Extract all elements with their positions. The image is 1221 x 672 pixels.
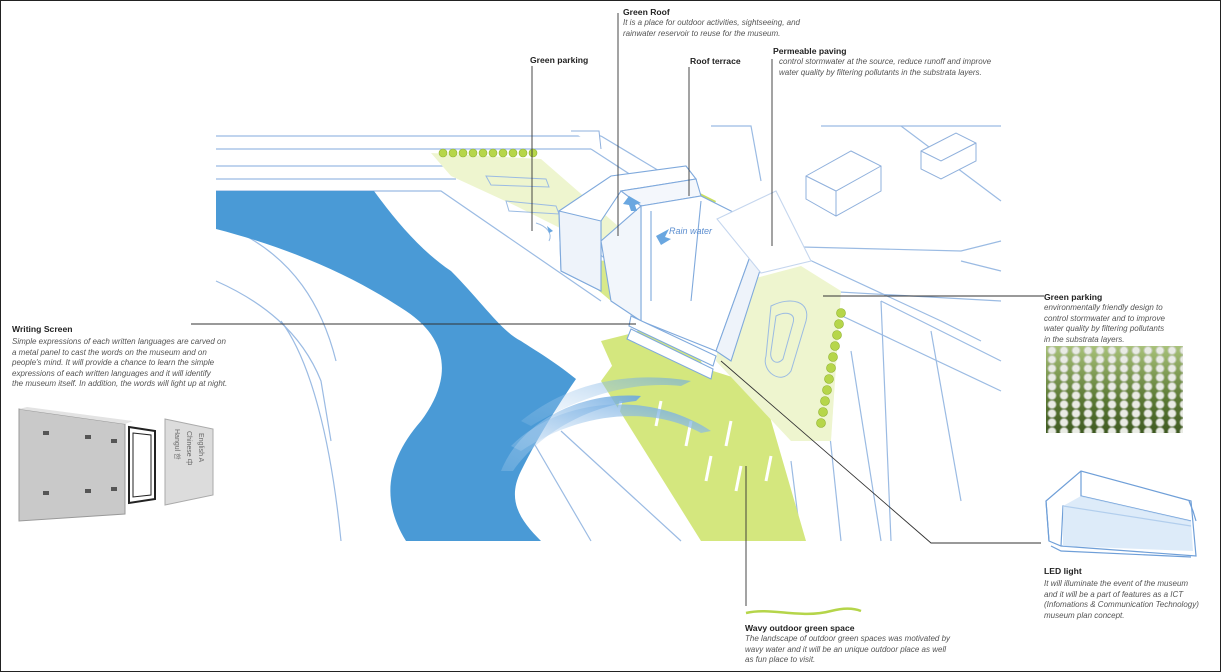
- permeable-paving-line-1: control stormwater at the source, reduce…: [779, 57, 992, 66]
- permeable-paving-label: Permeable paving control stormwater at t…: [773, 46, 991, 78]
- grass-paver-photo: [1046, 346, 1183, 433]
- permeable-paving-line-2: water quality by filtering pollutants in…: [779, 67, 982, 77]
- wavy-space-title: Wavy outdoor green space: [745, 623, 855, 633]
- green-parking-right-line-3: water quality by filtering pollutants: [1044, 324, 1165, 333]
- rain-arrows: [547, 196, 671, 245]
- green-roof-line-2: rainwater reservoir to reuse for the mus…: [623, 28, 781, 38]
- wavy-space-desc: The landscape of outdoor green spaces wa…: [745, 634, 950, 666]
- sign-line-2: Chinese 中: [185, 431, 194, 466]
- permeable-paving-title: Permeable paving: [773, 46, 847, 56]
- rain-water-label: Rain water: [669, 226, 713, 236]
- tree-row-right: [816, 308, 846, 428]
- led-light-line-3: (Infomations & Communication Technology): [1044, 600, 1199, 609]
- writing-screen-label: Writing Screen Simple expressions of eac…: [12, 324, 227, 390]
- led-glow: [1063, 496, 1193, 551]
- permeable-paving-desc: control stormwater at the source, reduce…: [779, 57, 991, 78]
- green-parking-top-title: Green parking: [530, 55, 589, 65]
- green-parking-right-line-1: environmentally friendly design to: [1044, 303, 1163, 312]
- led-light-line-2: and it will be a part of features as a I…: [1044, 589, 1184, 599]
- led-light-desc: It will illuminate the event of the muse…: [1044, 579, 1199, 621]
- wavy-space-line-2: wavy water and it will be an unique outd…: [745, 644, 947, 654]
- wavy-space-line-3: as fun place to visit.: [745, 655, 816, 664]
- sign-line-1: Hangul 한: [173, 429, 181, 460]
- writing-screen-line-1: Simple expressions of each written langu…: [12, 337, 226, 346]
- led-light-line-1: It will illuminate the event of the muse…: [1044, 579, 1189, 588]
- green-parking-right-desc: environmentally friendly design to contr…: [1044, 303, 1165, 345]
- wavy-space-label: Wavy outdoor green space The landscape o…: [745, 623, 950, 666]
- green-roof-title: Green Roof: [623, 7, 670, 17]
- writing-screen-desc: Simple expressions of each written langu…: [12, 337, 227, 390]
- green-parking-right-line-4: in the substrata layers.: [1044, 334, 1125, 344]
- writing-screen-title: Writing Screen: [12, 324, 73, 334]
- writing-screen-line-3: people's mind. It will provide a chance …: [12, 358, 215, 367]
- green-roof-desc: It is a place for outdoor activities, si…: [623, 18, 800, 39]
- roof-terrace-label: Roof terrace: [690, 56, 741, 67]
- green-roof-line-1: It is a place for outdoor activities, si…: [623, 18, 800, 27]
- tree-row-top: [438, 148, 538, 158]
- green-parking-right-line-2: control stormwater and to improve: [1044, 313, 1165, 323]
- writing-screen-line-2: a metal panel to cast the words on the m…: [12, 347, 207, 357]
- writing-screen-line-5: the museum itself. In addition, the word…: [12, 379, 228, 388]
- green-parking-right-label: Green parking environmentally friendly d…: [1044, 292, 1165, 345]
- museum-building: [558, 165, 812, 380]
- green-parking-top-label: Green parking: [530, 55, 588, 66]
- leader-lines: [191, 13, 1044, 606]
- led-light-title: LED light: [1044, 566, 1082, 576]
- green-parking-right-title: Green parking: [1044, 292, 1103, 302]
- parking-lines: [485, 175, 808, 378]
- led-light-line-4: museum plan concept.: [1044, 610, 1125, 620]
- writing-screen-panel: Hangul 한 Chinese 中 English A: [18, 407, 214, 522]
- green-roof-label: Green Roof It is a place for outdoor act…: [623, 7, 800, 39]
- wave-arcs: [501, 377, 711, 471]
- background-buildings: [571, 130, 977, 217]
- sign-line-3: English A: [197, 433, 204, 463]
- river: [216, 191, 576, 541]
- led-light-label: LED light It will illuminate the event o…: [1044, 566, 1199, 621]
- writing-screen-line-4: expressions of each written languages an…: [12, 368, 211, 378]
- roof-terrace-title: Roof terrace: [690, 56, 741, 66]
- wavy-space-line-1: The landscape of outdoor green spaces wa…: [745, 634, 951, 643]
- wavy-underline: [745, 607, 862, 616]
